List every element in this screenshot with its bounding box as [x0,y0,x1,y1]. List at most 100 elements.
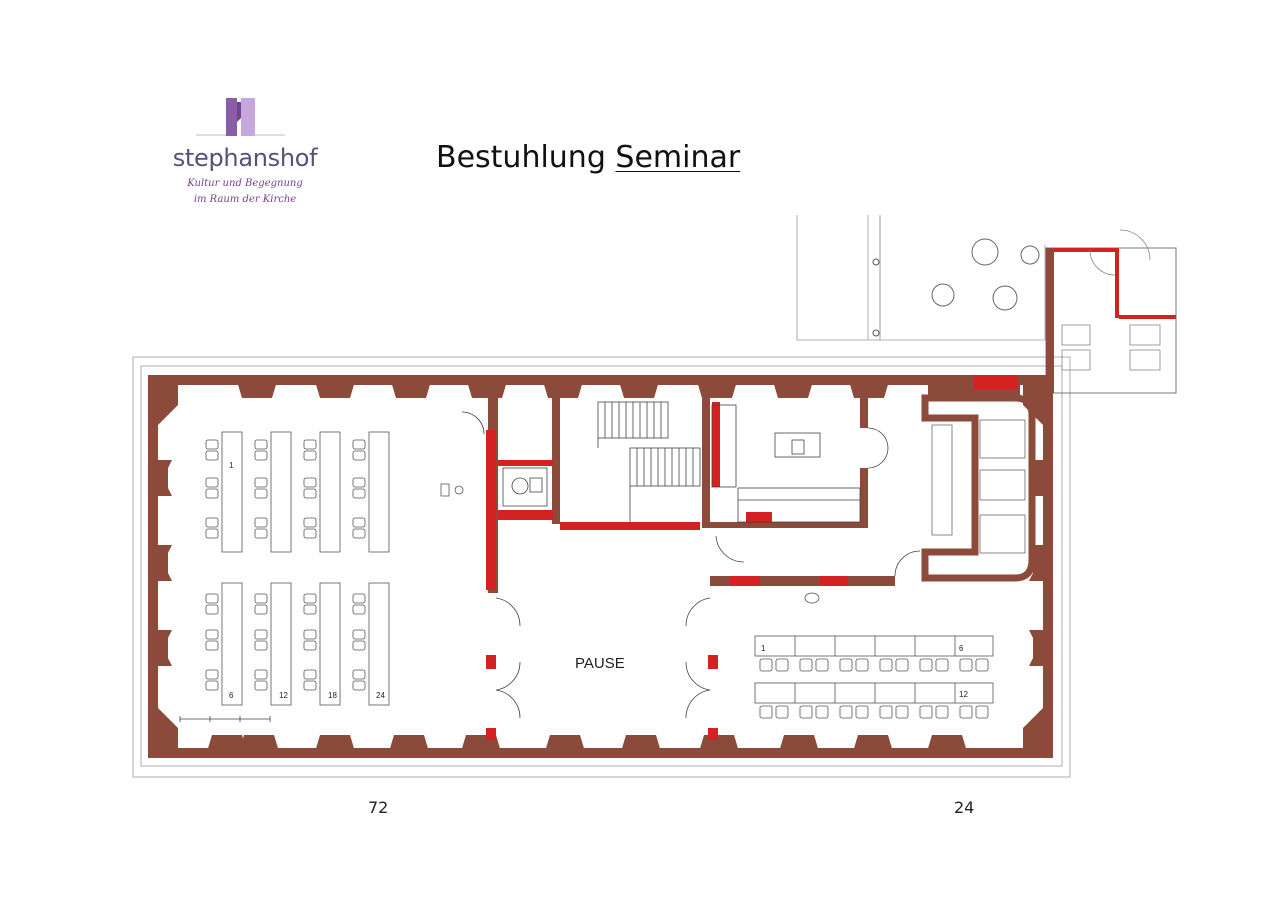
chair [935,705,949,719]
chair [205,517,219,528]
title-part2: Seminar [615,140,741,175]
chair [919,658,933,672]
left-table-label-24: 24 [376,691,385,700]
lectern-icon [440,483,820,604]
lounge-seating [931,419,1026,554]
chair [303,488,317,499]
chair [352,517,366,528]
chair [352,640,366,651]
chair [352,450,366,461]
chair [759,705,773,719]
chair [352,629,366,640]
right-table-label-12: 12 [959,690,968,699]
chair [352,669,366,680]
chair [205,528,219,539]
chair [303,517,317,528]
chair [303,528,317,539]
site-outline-inner [140,365,1063,767]
table-column-3 [319,431,341,706]
chair [205,640,219,651]
chair [303,680,317,691]
kitchen [711,404,861,523]
chair [205,604,219,615]
chair [303,640,317,651]
logo-tagline-2: im Raum der Kirche [193,194,297,205]
right-seminar-tables [754,635,994,704]
chair [799,658,813,672]
table-column-2 [270,431,292,706]
chair [975,705,989,719]
chair [855,658,869,672]
chair [775,658,789,672]
chair [303,439,317,450]
chair [352,488,366,499]
table-column-1 [221,431,243,706]
chair [975,658,989,672]
chair [254,477,268,488]
chair [254,593,268,604]
building-walls [148,375,1053,758]
scale-bar [179,716,271,722]
chair [879,658,893,672]
doors [461,411,921,719]
chair [815,705,829,719]
chair [303,477,317,488]
left-table-label-18: 18 [328,691,337,700]
elevator [502,467,548,507]
chair [205,629,219,640]
page-title: Bestuhlung Seminar [436,140,740,175]
room-label-pause: PAUSE [575,655,625,672]
chair [895,658,909,672]
chair [839,705,853,719]
chair [205,669,219,680]
chair [959,705,973,719]
chair [205,488,219,499]
title-part1: Bestuhlung [436,140,606,175]
right-chairs [759,658,989,719]
chair [352,528,366,539]
chair [895,705,909,719]
table-column-4 [368,431,390,706]
wall-pillars [148,375,1053,758]
annex-garden [879,215,1046,341]
chair [935,658,949,672]
chair [303,669,317,680]
chair [254,450,268,461]
chair [919,705,933,719]
chair [205,450,219,461]
chair [352,477,366,488]
left-table-label-12: 12 [279,691,288,700]
chair [352,593,366,604]
left-chairs [205,439,366,691]
chair [205,439,219,450]
right-table-label-6: 6 [959,644,964,653]
chair [254,604,268,615]
chair [799,705,813,719]
staircase [597,401,701,522]
chair [254,629,268,640]
chair [815,658,829,672]
chair [254,517,268,528]
chair [352,680,366,691]
annex-left [796,215,881,341]
chair [352,604,366,615]
chair [303,593,317,604]
toilet-block [1045,229,1177,394]
chair [759,658,773,672]
chair [775,705,789,719]
chair [205,593,219,604]
chair [254,488,268,499]
chair [254,528,268,539]
logo-tagline-1: Kultur und Begegnung [187,178,303,189]
left-table-label-6: 6 [229,691,234,700]
chair [959,658,973,672]
chair [855,705,869,719]
chair [254,640,268,651]
accent-walls [486,402,848,740]
right-seat-count: 24 [954,798,975,817]
logo-name: stephanshof [172,144,318,172]
chair [879,705,893,719]
chair [303,629,317,640]
stephanshof-logo: stephanshof Kultur und Begegnung im Raum… [160,92,330,212]
